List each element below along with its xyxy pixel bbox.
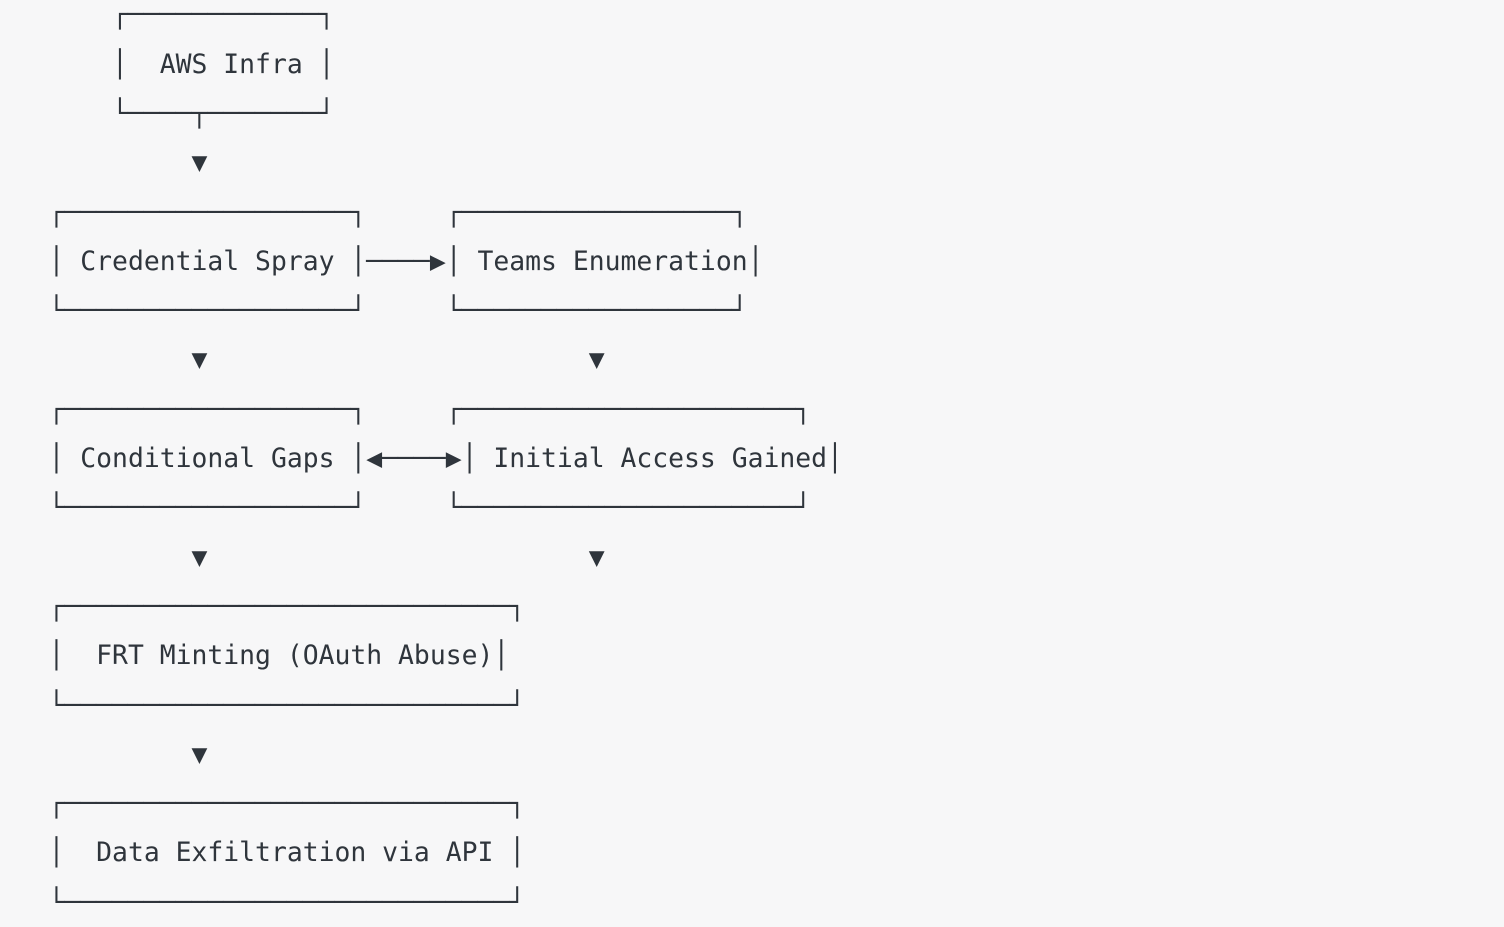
ascii-flowchart: ┌────────────┐ │ AWS Infra │ └────┬─────… (48, 0, 843, 918)
